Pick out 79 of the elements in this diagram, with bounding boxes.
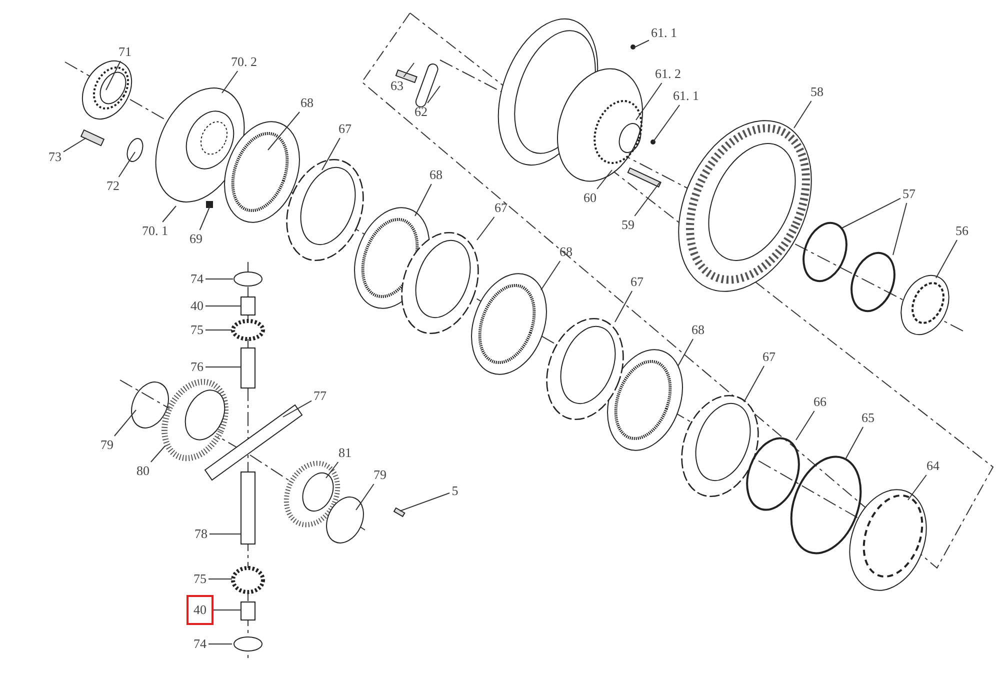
leader-line xyxy=(118,152,136,178)
callout-number: 68 xyxy=(430,167,442,182)
leader-line xyxy=(114,410,136,436)
callout-number: 61. 1 xyxy=(673,88,699,103)
callout-number: 61. 1 xyxy=(651,25,677,40)
callout-number: 74 xyxy=(194,636,206,651)
leader-line xyxy=(744,366,764,402)
callout-number: 74 xyxy=(190,271,204,286)
leader-line xyxy=(540,260,561,290)
callout-number: 70. 1 xyxy=(142,223,168,238)
leader-line xyxy=(222,70,238,94)
leader-line xyxy=(326,462,339,478)
leader-line xyxy=(652,104,680,142)
callout-number: 78 xyxy=(194,526,208,541)
callout-number: 40 xyxy=(190,298,204,313)
leader-line xyxy=(634,182,660,216)
leader-line xyxy=(794,100,812,128)
callout-number: 73 xyxy=(48,149,62,164)
callout-number: 69 xyxy=(190,231,202,246)
leader-line xyxy=(476,216,495,240)
leader-line xyxy=(403,62,414,78)
leader-line xyxy=(844,426,864,460)
leader-line xyxy=(162,206,176,222)
leader-line xyxy=(208,578,232,580)
callout-number: 66 xyxy=(814,394,826,409)
leader-line xyxy=(63,138,86,152)
callout-number: 64 xyxy=(926,458,940,473)
callout-number: 62 xyxy=(414,104,428,119)
leader-line xyxy=(150,446,166,462)
callout-number: 68 xyxy=(300,95,314,110)
callout-number: 67 xyxy=(494,200,508,215)
callout-number: 61. 2 xyxy=(655,66,681,81)
callout-number: 75 xyxy=(194,571,206,586)
callout-number: 40 xyxy=(194,602,206,617)
callout-number: 57 xyxy=(902,186,916,201)
leader-line xyxy=(908,474,927,500)
callout-number: 65 xyxy=(862,410,874,425)
leader-line xyxy=(356,484,374,510)
callout-number: 56 xyxy=(956,223,968,238)
callout-number: 70. 2 xyxy=(231,54,257,69)
leader-line xyxy=(205,278,234,280)
leader-line xyxy=(282,400,312,418)
leader-line xyxy=(268,112,300,150)
leader-line xyxy=(414,184,432,216)
callout-number: 81 xyxy=(338,445,352,460)
leader-line xyxy=(205,366,242,368)
leader-line xyxy=(636,82,662,120)
callout-number: 75 xyxy=(190,322,204,337)
callout-number: 59 xyxy=(622,217,634,232)
leader-line xyxy=(427,86,440,104)
leader-line xyxy=(936,240,958,278)
leader-line xyxy=(596,170,612,190)
callout-number: 80 xyxy=(136,463,150,478)
leader-line xyxy=(322,138,340,170)
callout-number: 67 xyxy=(630,274,644,289)
callout-number: 63 xyxy=(390,78,404,93)
leader-line xyxy=(106,60,121,90)
highlight-frame xyxy=(186,595,214,625)
callout-number: 58 xyxy=(810,84,824,99)
leader-line xyxy=(892,202,908,256)
leader-line xyxy=(632,40,650,48)
leader-line xyxy=(199,206,210,230)
callout-number: 71 xyxy=(118,44,132,59)
callout-number: 77 xyxy=(314,388,326,403)
leader-line xyxy=(678,338,694,366)
leader-line xyxy=(400,492,450,512)
leader-line xyxy=(842,198,901,228)
callout-number: 68 xyxy=(692,322,704,337)
leader-line xyxy=(614,290,633,322)
callout-number: 79 xyxy=(374,467,386,482)
callout-number: 76 xyxy=(190,359,204,374)
callout-number: 5 xyxy=(452,483,458,498)
leader-line xyxy=(796,410,815,440)
callout-number: 67 xyxy=(338,121,352,136)
callout-number: 72 xyxy=(106,178,120,193)
callout-number: 67 xyxy=(762,349,776,364)
callout-number: 79 xyxy=(100,437,114,452)
callout-number: 68 xyxy=(560,244,572,259)
callout-number: 60 xyxy=(584,190,596,205)
